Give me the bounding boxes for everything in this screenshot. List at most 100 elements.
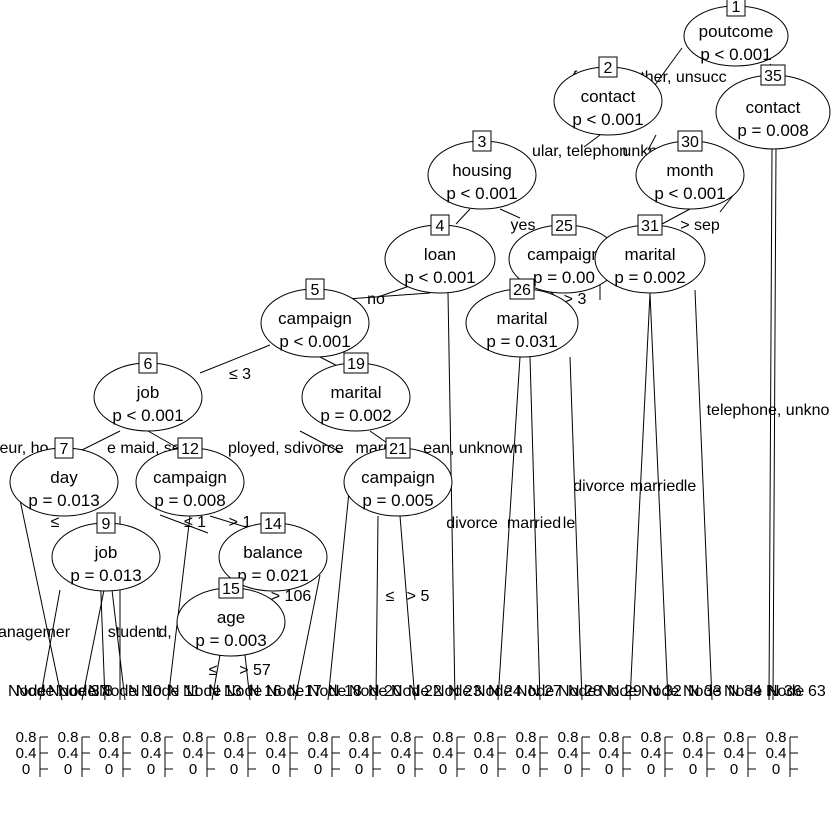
axis-tick-label: 0.8	[433, 729, 454, 746]
axis-tick-label: 0.4	[558, 745, 579, 762]
edge-label: le	[563, 515, 576, 532]
split-variable: month	[666, 161, 713, 180]
axis-tick-label: 0.4	[99, 745, 120, 762]
axis-tick-label: 0.8	[183, 729, 204, 746]
terminal-node: 0.80.40	[641, 729, 673, 778]
axis-tick-label: 0.4	[516, 745, 537, 762]
split-variable: job	[94, 543, 118, 562]
axis-tick-label: 0	[647, 761, 655, 778]
node-id-box	[598, 56, 618, 78]
terminal-node-label: N 32	[648, 683, 682, 700]
terminal-node-label: Node	[683, 683, 721, 700]
terminal-node-label: Node	[141, 683, 179, 700]
tree-edge	[768, 148, 773, 701]
terminal-node-label: Node	[16, 683, 54, 700]
axis-tick-label: 0	[147, 761, 155, 778]
axis-tick-label: 0.8	[308, 729, 329, 746]
terminal-node: 0.80.40	[308, 729, 340, 778]
axis-tick-label: 0	[22, 761, 30, 778]
edge-label: > 1	[229, 514, 252, 531]
terminal-node-label: N 17	[288, 683, 322, 700]
axis-tick-label: 0.8	[516, 729, 537, 746]
axis-tick-label: 0.8	[724, 729, 745, 746]
edge-label: married	[507, 515, 561, 532]
axis-tick-label: 0	[689, 761, 697, 778]
split-variable: day	[50, 468, 78, 487]
axis-tick-label: 0.8	[766, 729, 787, 746]
tree-edge	[447, 292, 456, 701]
p-value: p = 0.031	[486, 332, 557, 351]
p-value: p < 0.001	[654, 184, 725, 203]
split-variable: balance	[243, 543, 303, 562]
terminal-node-label: Node	[516, 683, 554, 700]
p-value: p < 0.001	[700, 45, 771, 64]
edge-label: > sep	[680, 217, 720, 234]
tree-edge	[455, 208, 471, 225]
node-id: 31	[641, 218, 659, 235]
axis-tick-label: 0.8	[641, 729, 662, 746]
tree-edge	[629, 292, 651, 701]
node-id: 15	[222, 581, 240, 598]
axis-tick-label: 0	[314, 761, 322, 778]
p-value: p < 0.001	[404, 268, 475, 287]
tree-edge	[654, 47, 683, 86]
terminal-node-label: N 11	[168, 683, 201, 700]
axis-tick-label: 0.4	[141, 745, 162, 762]
tree-edge	[327, 481, 351, 701]
axis-tick-label: 0	[730, 761, 738, 778]
terminal-node-label: N 27	[528, 683, 562, 700]
terminal-node: 0.80.40	[683, 729, 715, 778]
tree-edge	[497, 356, 521, 701]
axis-tick-label: 0.4	[349, 745, 370, 762]
node-id-box	[509, 278, 535, 300]
terminal-node-label: N 22	[408, 683, 442, 700]
axis-tick-label: 0.4	[308, 745, 329, 762]
axis-tick-label: 0.8	[558, 729, 579, 746]
node-id: 26	[513, 282, 531, 299]
terminal-node-label: Node	[308, 683, 346, 700]
axis-tick-label: 0.8	[391, 729, 412, 746]
node-id: 6	[144, 356, 153, 373]
terminal-node-label: Node	[391, 683, 429, 700]
terminal-node-label: N 20	[368, 683, 402, 700]
p-value: p = 0.003	[195, 631, 266, 650]
node-id-box	[472, 130, 492, 152]
node-id-box	[551, 214, 577, 236]
node-id: 1	[732, 0, 741, 16]
p-value: p = 0.002	[614, 268, 685, 287]
terminal-node: 0.80.40	[16, 729, 48, 778]
p-value: p = 0.005	[362, 491, 433, 510]
axis-tick-label: 0.4	[266, 745, 287, 762]
edge-label: no	[367, 291, 385, 308]
edge-label: le	[684, 478, 697, 495]
inner-node: poutcome p < 0.001 1	[683, 0, 789, 67]
axis-tick-label: 0	[272, 761, 280, 778]
tree-edge	[211, 654, 221, 701]
axis-tick-label: 0	[64, 761, 72, 778]
axis-tick-label: 0	[105, 761, 113, 778]
split-variable: contact	[746, 98, 801, 117]
axis-tick-label: 0	[772, 761, 780, 778]
node-id-box	[54, 437, 74, 459]
edge-label: yes	[511, 217, 536, 234]
terminal-node-label: 63	[808, 683, 826, 700]
split-variable: campaign	[153, 468, 227, 487]
terminal-node-label: N 29	[608, 683, 642, 700]
terminal-node: 0.80.40	[599, 729, 631, 778]
node-id: 14	[264, 516, 282, 533]
terminal-node-label: N 16	[248, 683, 282, 700]
terminal-node-label: N 24	[488, 683, 522, 700]
p-value: p = 0.013	[70, 566, 141, 585]
terminal-node: 0.80.40	[766, 729, 798, 778]
terminal-node-label: Node	[58, 683, 96, 700]
node-id-box	[305, 278, 325, 300]
terminal-node-label: Node	[8, 683, 46, 700]
tree-edge	[529, 356, 541, 701]
split-variable: poutcome	[699, 22, 774, 41]
terminal-node-label: Node	[224, 683, 262, 700]
